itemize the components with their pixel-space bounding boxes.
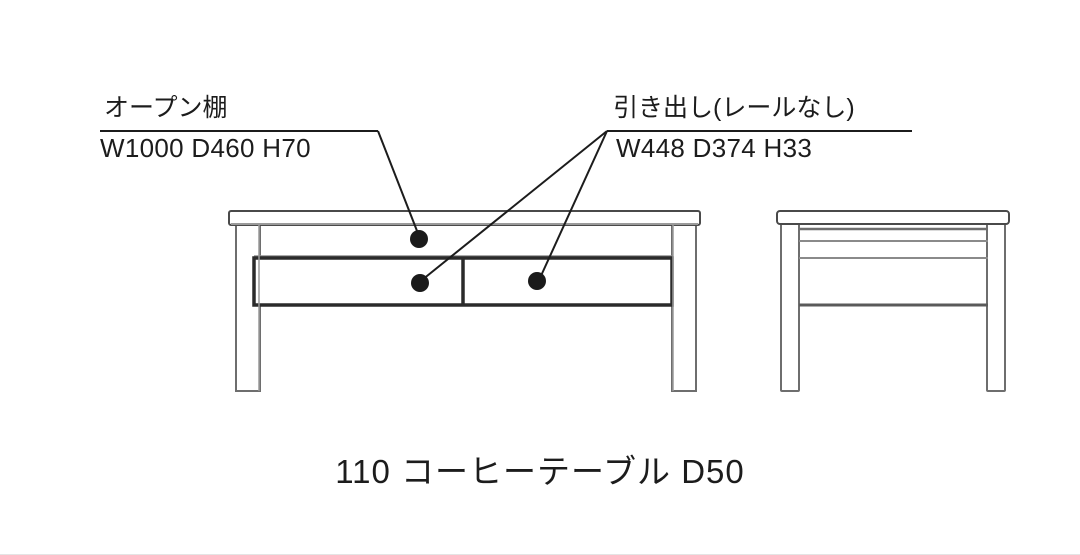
drawer-left-leader-dot xyxy=(411,274,429,292)
drawer-leader-line-left xyxy=(421,130,608,281)
side-right-leg xyxy=(986,223,1006,392)
front-tabletop xyxy=(228,210,701,226)
front-left-leg xyxy=(235,224,261,392)
open-shelf-dimensions: W1000 D460 H70 xyxy=(100,133,311,163)
front-elevation-view xyxy=(228,210,701,392)
product-caption: 110 コーヒーテーブル D50 xyxy=(335,453,745,490)
open-shelf-leader-line xyxy=(377,130,420,237)
front-right-leg xyxy=(671,224,697,392)
side-elevation-view xyxy=(776,210,1010,392)
drawer-right-leader-dot xyxy=(528,272,546,290)
side-left-leg xyxy=(780,223,800,392)
open-shelf-title: オープン棚 xyxy=(104,94,228,122)
drawer-dimensions: W448 D374 H33 xyxy=(616,133,812,163)
callout-drawer: 引き出し(レールなし) W448 D374 H33 xyxy=(411,94,912,292)
drawer-title: 引き出し(レールなし) xyxy=(613,94,855,122)
drawer-leader-line-right xyxy=(539,130,608,279)
callout-open-shelf: オープン棚 W1000 D460 H70 xyxy=(100,94,428,248)
side-tabletop xyxy=(776,210,1010,225)
open-shelf-leader-dot xyxy=(410,230,428,248)
